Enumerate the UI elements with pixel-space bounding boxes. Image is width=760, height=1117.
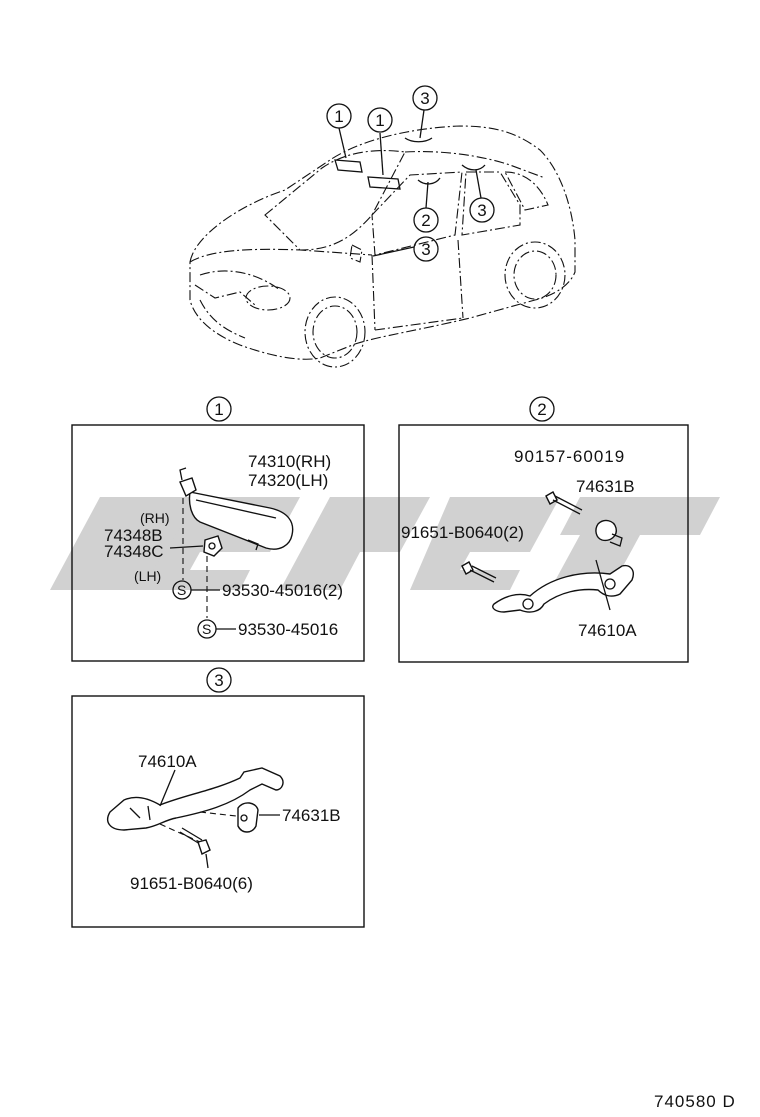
svg-text:3: 3 — [477, 201, 486, 220]
svg-text:1: 1 — [334, 107, 343, 126]
panel-3-number: 3 — [206, 667, 232, 693]
svg-text:1: 1 — [214, 400, 223, 419]
overview-callout-3c: 3 — [413, 236, 439, 262]
svg-text:1: 1 — [375, 111, 384, 130]
assist-grip-74610a — [492, 564, 634, 613]
label-93530-45016-2: 93530-45016(2) — [222, 581, 343, 600]
svg-text:2: 2 — [421, 211, 430, 230]
screw-91651-b0640-rear — [179, 827, 211, 855]
overview-callout-2: 2 — [413, 207, 439, 233]
car-overview: 1 1 3 2 3 3 — [189, 85, 576, 368]
panel-1-number: 1 — [206, 396, 232, 422]
clip-74631b — [595, 519, 623, 547]
label-91651-b0640-6: 91651-B0640(6) — [130, 874, 253, 893]
screw-91651-b0640 — [461, 561, 497, 583]
overview-callout-3a: 3 — [412, 85, 438, 111]
panel-3-assist-grip: 3 74610A 74631B 91651-B0640(6) — [71, 667, 365, 928]
svg-text:2: 2 — [537, 400, 546, 419]
panel-1-sun-visor: 1 S S 74310(RH) 74320(LH) (RH) 74348B — [71, 396, 365, 662]
sun-visor — [188, 491, 294, 550]
label-rh: (RH) — [140, 510, 170, 526]
overview-callout-1b: 1 — [367, 107, 393, 133]
panel-2-frame — [398, 424, 689, 663]
panel-1-frame — [71, 424, 365, 662]
label-74310-rh: 74310(RH) — [248, 452, 331, 471]
label-74348c: 74348C — [104, 542, 164, 561]
label-74610a-rear: 74610A — [138, 752, 197, 771]
screw-symbol-b: S — [197, 619, 217, 639]
label-74320-lh: 74320(LH) — [248, 471, 328, 490]
clip-74631b-rear — [237, 802, 259, 833]
label-74631b: 74631B — [576, 477, 635, 496]
svg-text:3: 3 — [420, 89, 429, 108]
label-90157-60019: 90157-60019 — [514, 447, 625, 466]
label-lh: (LH) — [134, 568, 161, 584]
svg-text:3: 3 — [421, 240, 430, 259]
bolt-90157-60019 — [545, 491, 583, 515]
svg-text:S: S — [202, 621, 211, 637]
overview-callout-3b: 3 — [469, 197, 495, 223]
label-74631b-rear: 74631B — [282, 806, 341, 825]
label-91651-b0640-2: 91651-B0640(2) — [401, 523, 524, 542]
overview-callout-1a: 1 — [326, 103, 352, 129]
label-74610a: 74610A — [578, 621, 637, 640]
label-74348b: 74348B — [104, 526, 163, 545]
svg-text:3: 3 — [214, 671, 223, 690]
panel-2-number: 2 — [529, 396, 555, 422]
panel-3-frame — [71, 695, 365, 928]
visor-holder — [203, 535, 223, 557]
svg-text:S: S — [177, 582, 186, 598]
diagram-code: 740580 D — [654, 1092, 736, 1111]
label-93530-45016: 93530-45016 — [238, 620, 338, 639]
panel-2-assist-grip: 2 90157-60019 74631B 91651-B0640(2) 7461… — [398, 396, 689, 663]
